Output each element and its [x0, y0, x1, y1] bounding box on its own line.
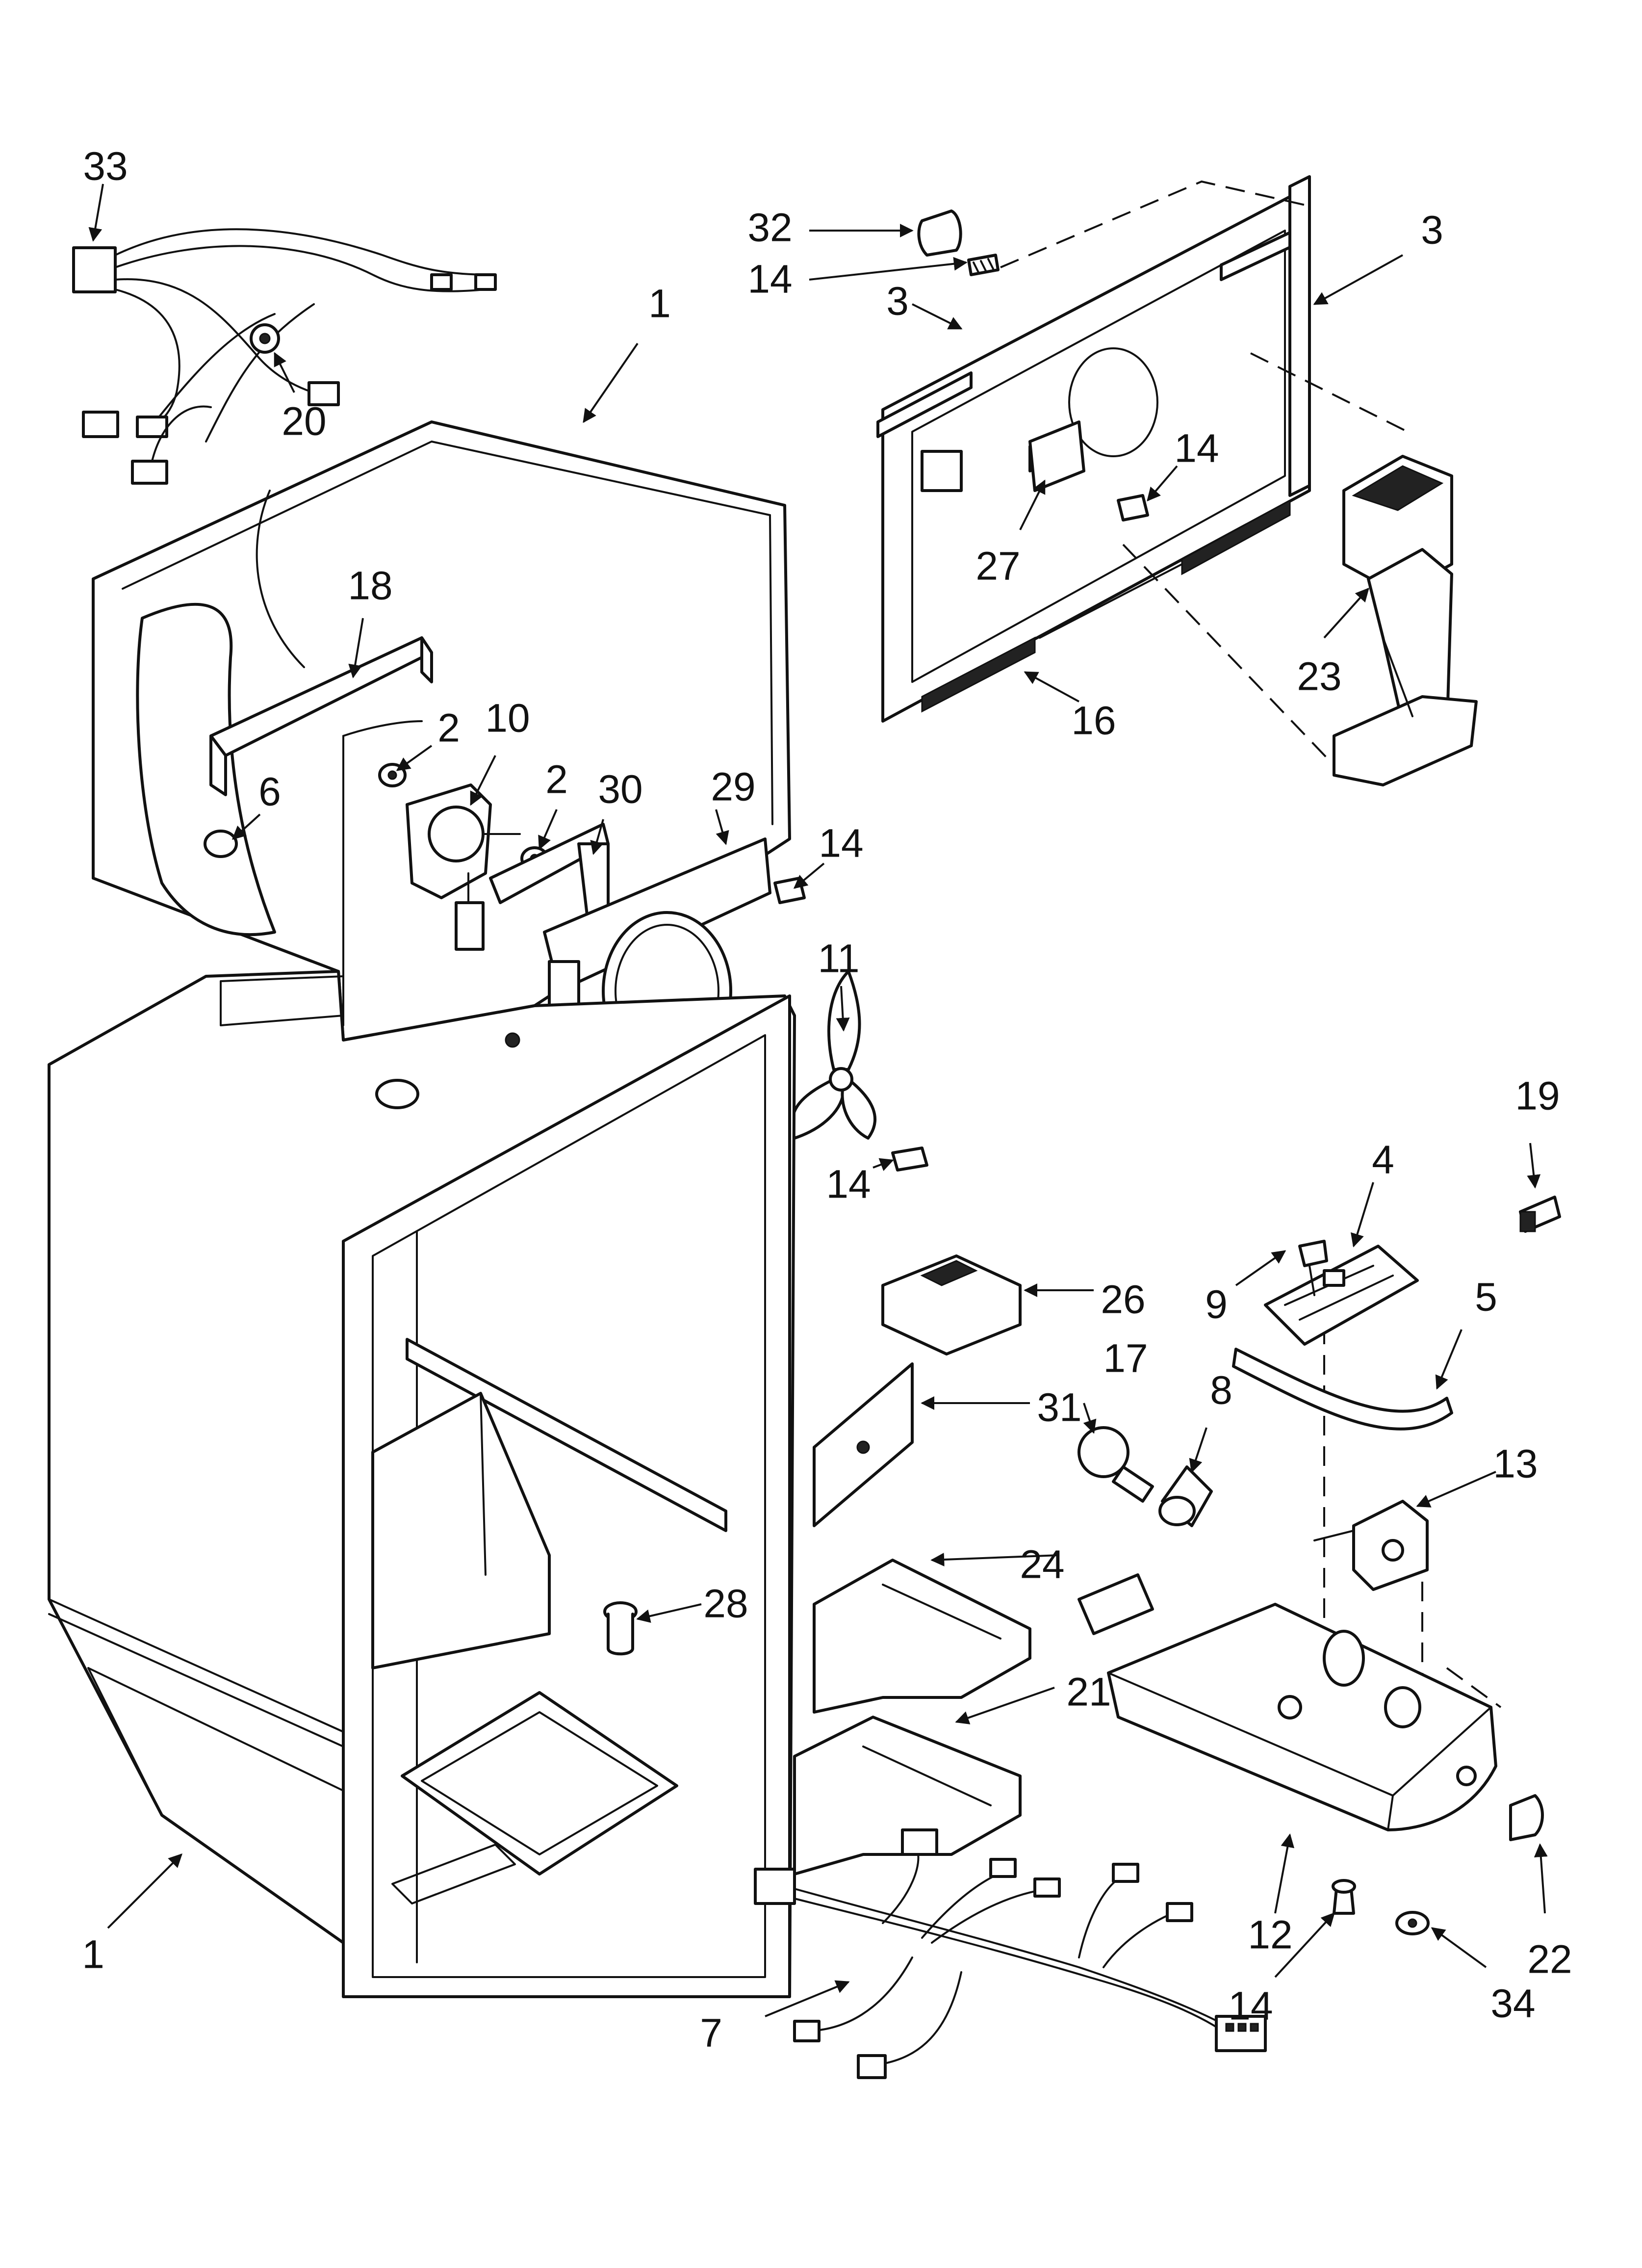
bulb-17	[1078, 1426, 1154, 1503]
part-26-housing	[881, 1254, 1022, 1356]
screw-14-top	[967, 254, 1000, 276]
callout-17: 17	[1103, 1336, 1148, 1381]
screw-9	[1298, 1240, 1328, 1296]
knob-22	[1509, 1794, 1544, 1841]
part-24-duct	[813, 1559, 1031, 1714]
callout-29: 29	[711, 765, 755, 809]
callout-12: 12	[1248, 1913, 1292, 1957]
callout-23: 23	[1297, 654, 1341, 699]
callout-14-housing: 14	[1228, 1984, 1273, 2029]
callout-7: 7	[700, 2011, 722, 2056]
callout-6: 6	[258, 770, 281, 814]
control-board-4	[1264, 1245, 1419, 1346]
leader-lines	[88, 183, 1548, 2017]
callout-14-shroud: 14	[819, 821, 863, 866]
strip-3-left	[876, 371, 973, 438]
callout-10: 10	[485, 696, 530, 741]
light-socket-28	[603, 1601, 638, 1656]
freezer-liner	[92, 420, 791, 1042]
part-21-duct	[793, 1716, 1022, 1876]
upper-wire-harness	[72, 228, 497, 485]
callout-26: 26	[1101, 1277, 1145, 1322]
switch-19	[1519, 1196, 1561, 1233]
callout-28: 28	[703, 1582, 748, 1626]
control-housing-12	[1078, 1573, 1497, 1831]
plug-6	[204, 830, 238, 858]
callout-1-upper: 1	[648, 282, 671, 326]
callout-14-top: 14	[747, 257, 792, 302]
callout-14-cover: 14	[1174, 426, 1219, 471]
callout-5: 5	[1475, 1275, 1497, 1320]
bracket-27	[1028, 420, 1085, 492]
callout-33: 33	[83, 144, 128, 189]
strip-3-right	[1220, 175, 1311, 497]
nut-34	[1395, 1911, 1430, 1935]
lower-wire-harness	[754, 1828, 1267, 2079]
callout-24: 24	[1020, 1542, 1064, 1587]
callout-34: 34	[1490, 1981, 1535, 2026]
callout-4: 4	[1372, 1138, 1394, 1182]
screw-14-shroud	[773, 877, 806, 904]
screw-14-fan	[891, 1147, 928, 1172]
knob-8	[1158, 1465, 1213, 1527]
callout-2-right: 2	[545, 757, 568, 802]
callout-22: 22	[1527, 1937, 1572, 1982]
callout-9: 9	[1205, 1282, 1228, 1327]
callout-19: 19	[1515, 1074, 1560, 1119]
callout-20: 20	[282, 399, 326, 444]
callout-31: 31	[1037, 1385, 1081, 1430]
callout-30: 30	[598, 767, 642, 812]
screw-14-cover	[1117, 494, 1149, 521]
callout-8: 8	[1210, 1368, 1232, 1413]
callout-11: 11	[818, 937, 859, 981]
callout-3-left: 3	[886, 279, 909, 324]
thermostat-13	[1313, 1500, 1429, 1591]
callout-21: 21	[1066, 1670, 1111, 1715]
fan-motor-10	[406, 783, 521, 951]
callout-1-lower: 1	[82, 1932, 104, 1977]
callout-labels: 33 20 1 18 2 10 2 30 29 6 14 11 14 32 14…	[82, 144, 1572, 2056]
callout-13: 13	[1493, 1442, 1538, 1486]
part-31-plate	[813, 1362, 914, 1527]
spacer-32	[917, 209, 962, 257]
callout-27: 27	[975, 544, 1020, 589]
callout-32: 32	[747, 206, 792, 250]
air-duct-23	[1333, 455, 1478, 786]
callout-18: 18	[348, 564, 392, 608]
fresh-food-liner	[48, 970, 796, 1998]
tube-5	[1232, 1348, 1453, 1431]
callout-16: 16	[1071, 699, 1116, 743]
fan-blade-11	[790, 970, 877, 1140]
callout-2-left: 2	[437, 706, 460, 751]
callout-3-right: 3	[1421, 208, 1443, 253]
screw-14-housing	[1332, 1879, 1356, 1915]
callout-14-fan: 14	[826, 1162, 871, 1207]
